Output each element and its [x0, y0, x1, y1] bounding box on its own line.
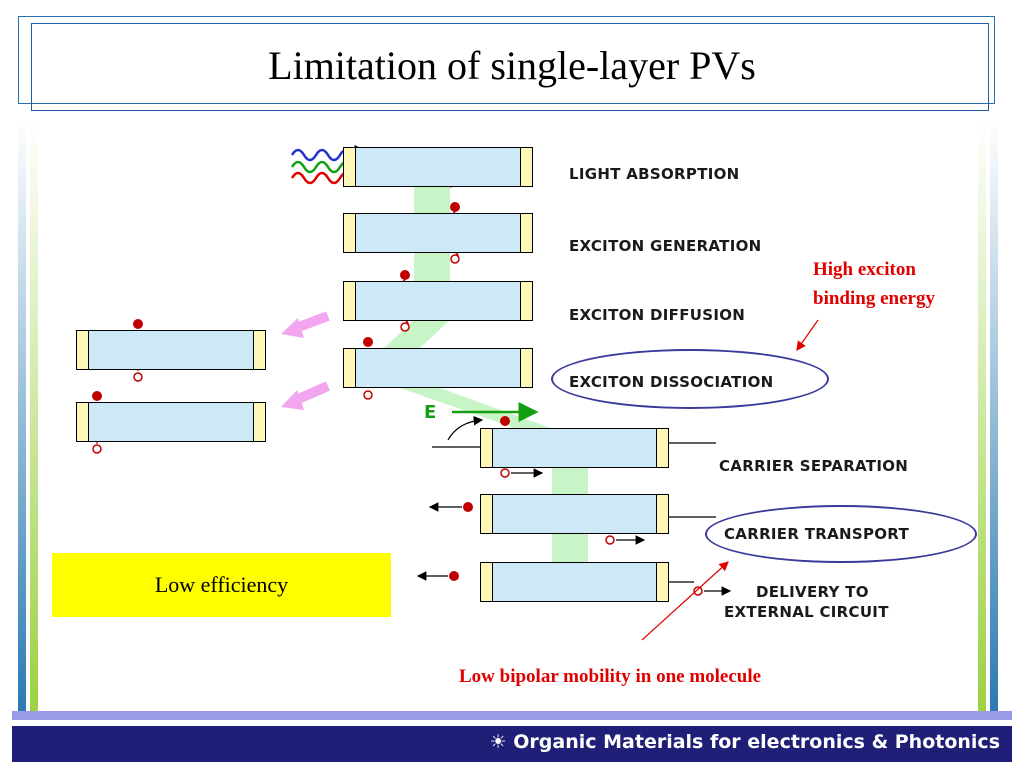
transport-highlight-oval — [705, 505, 977, 563]
left-accent-bar — [18, 118, 26, 714]
title-frame-outer — [18, 16, 995, 104]
footer-band — [12, 711, 1012, 720]
stage-label-exciton-generation: EXCITON GENERATION — [569, 237, 762, 255]
footer-bar: ☀ Organic Materials for electronics & Ph… — [12, 726, 1012, 762]
stage-label-exciton-diffusion: EXCITON DIFFUSION — [569, 306, 746, 324]
stage-label-light-absorption: LIGHT ABSORPTION — [569, 165, 740, 183]
stage-label-external-circuit: EXTERNAL CIRCUIT — [724, 603, 889, 621]
sun-icon: ☀ — [489, 731, 507, 753]
mobility-pointer — [641, 561, 729, 641]
electric-field-label: E — [424, 402, 437, 423]
title-frame-inner — [31, 23, 989, 111]
annotation-high-exciton: High exciton — [813, 259, 916, 280]
footer-text: Organic Materials for electronics & Phot… — [513, 731, 1000, 753]
binding-energy-pointer — [796, 319, 819, 351]
left-accent-bar-green — [30, 118, 38, 714]
annotation-binding-energy: binding energy — [813, 288, 935, 309]
pink-arrow-lower — [293, 381, 331, 405]
page-title: Limitation of single-layer PVs — [268, 43, 756, 88]
right-accent-bar — [990, 118, 998, 714]
dissociation-highlight-oval — [551, 349, 829, 409]
annotation-low-mobility: Low bipolar mobility in one molecule — [459, 666, 762, 687]
footer-caption: ☀ Organic Materials for electronics & Ph… — [490, 731, 1000, 753]
stage-label-carrier-separation: CARRIER SEPARATION — [719, 457, 909, 475]
stage-label-delivery: DELIVERY TO — [756, 583, 869, 601]
process-path — [384, 185, 588, 562]
right-accent-bar-green — [978, 118, 986, 714]
photon-wave-blue — [290, 145, 375, 165]
low-efficiency-label: Low efficiency — [154, 572, 289, 597]
low-efficiency-box: Low efficiency — [52, 553, 391, 617]
pink-arrow-upper — [294, 311, 330, 333]
